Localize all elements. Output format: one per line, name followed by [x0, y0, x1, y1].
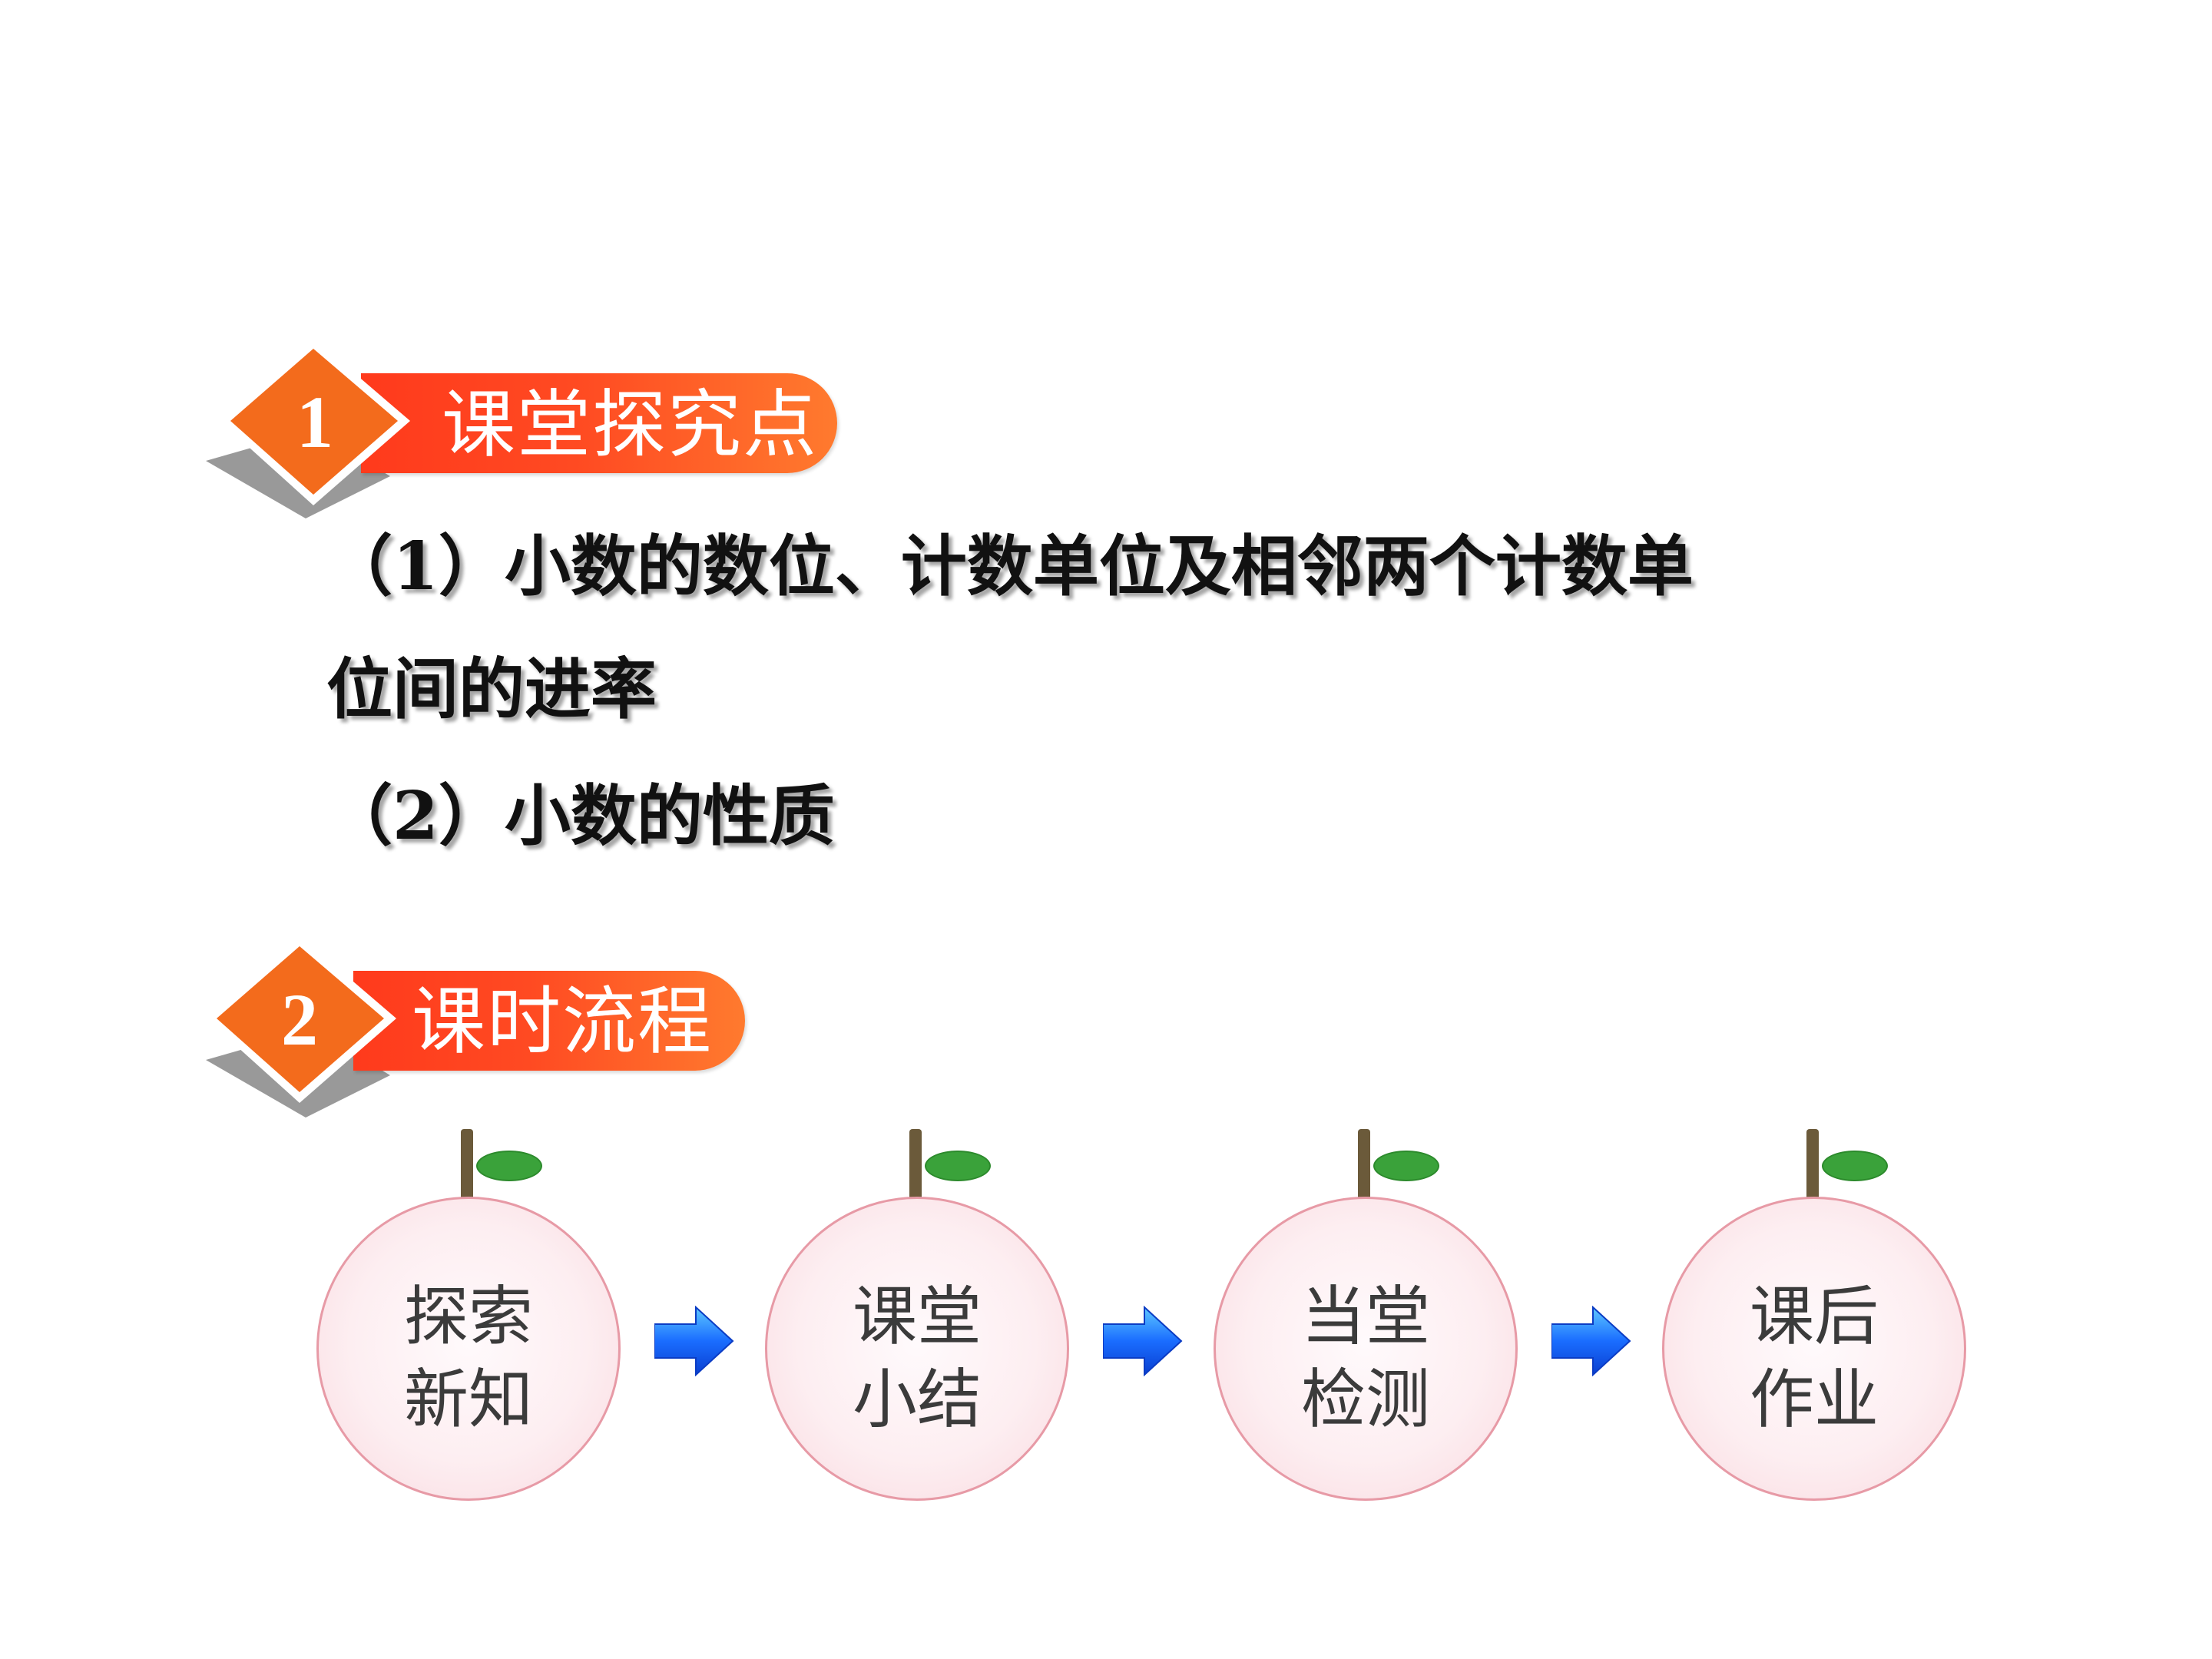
section-title: 课堂探究点 — [442, 382, 818, 468]
fruit-circle — [1214, 1197, 1518, 1501]
flow-step-explore[interactable]: 探索 新知 — [316, 1129, 624, 1501]
section-title: 课时流程 — [412, 979, 713, 1065]
section-number: 1 — [296, 381, 333, 463]
step-label: 探索 新知 — [403, 1279, 533, 1437]
point-1-line-2: 位间的进率 — [326, 651, 657, 728]
section-number: 2 — [281, 979, 318, 1061]
step-label: 当堂 检测 — [1300, 1279, 1430, 1437]
arrow-right-icon — [654, 1306, 734, 1376]
fruit-stem-icon — [1806, 1129, 1819, 1203]
section-header-2: 课时流程 2 — [0, 0, 922, 1152]
flow-step-check[interactable]: 当堂 检测 — [1214, 1129, 1521, 1501]
leaf-icon — [1822, 1151, 1888, 1181]
fruit-circle — [1662, 1197, 1966, 1501]
number-diamond — [220, 338, 410, 505]
section-banner — [353, 971, 745, 1071]
number-diamond — [206, 935, 396, 1103]
step-label: 课堂 小结 — [852, 1279, 982, 1437]
arrow-right-icon — [1551, 1306, 1631, 1376]
flow-step-summary[interactable]: 课堂 小结 — [765, 1129, 1072, 1501]
fruit-stem-icon — [1358, 1129, 1370, 1203]
fruit-stem-icon — [909, 1129, 922, 1203]
leaf-icon — [476, 1151, 542, 1181]
leaf-icon — [1373, 1151, 1439, 1181]
point-2-line: （2）小数的性质 — [326, 777, 835, 855]
fruit-circle — [316, 1197, 621, 1501]
flow-step-homework[interactable]: 课后 作业 — [1662, 1129, 1969, 1501]
arrow-right-icon — [1103, 1306, 1183, 1376]
section-banner — [361, 373, 837, 473]
fruit-circle — [765, 1197, 1069, 1501]
leaf-icon — [925, 1151, 991, 1181]
step-label: 课后 作业 — [1749, 1279, 1879, 1437]
point-1-line-1: （1）小数的数位、计数单位及相邻两个计数单 — [326, 528, 1694, 605]
section-header-1: 课堂探究点 1 — [0, 0, 922, 538]
fruit-stem-icon — [461, 1129, 473, 1203]
